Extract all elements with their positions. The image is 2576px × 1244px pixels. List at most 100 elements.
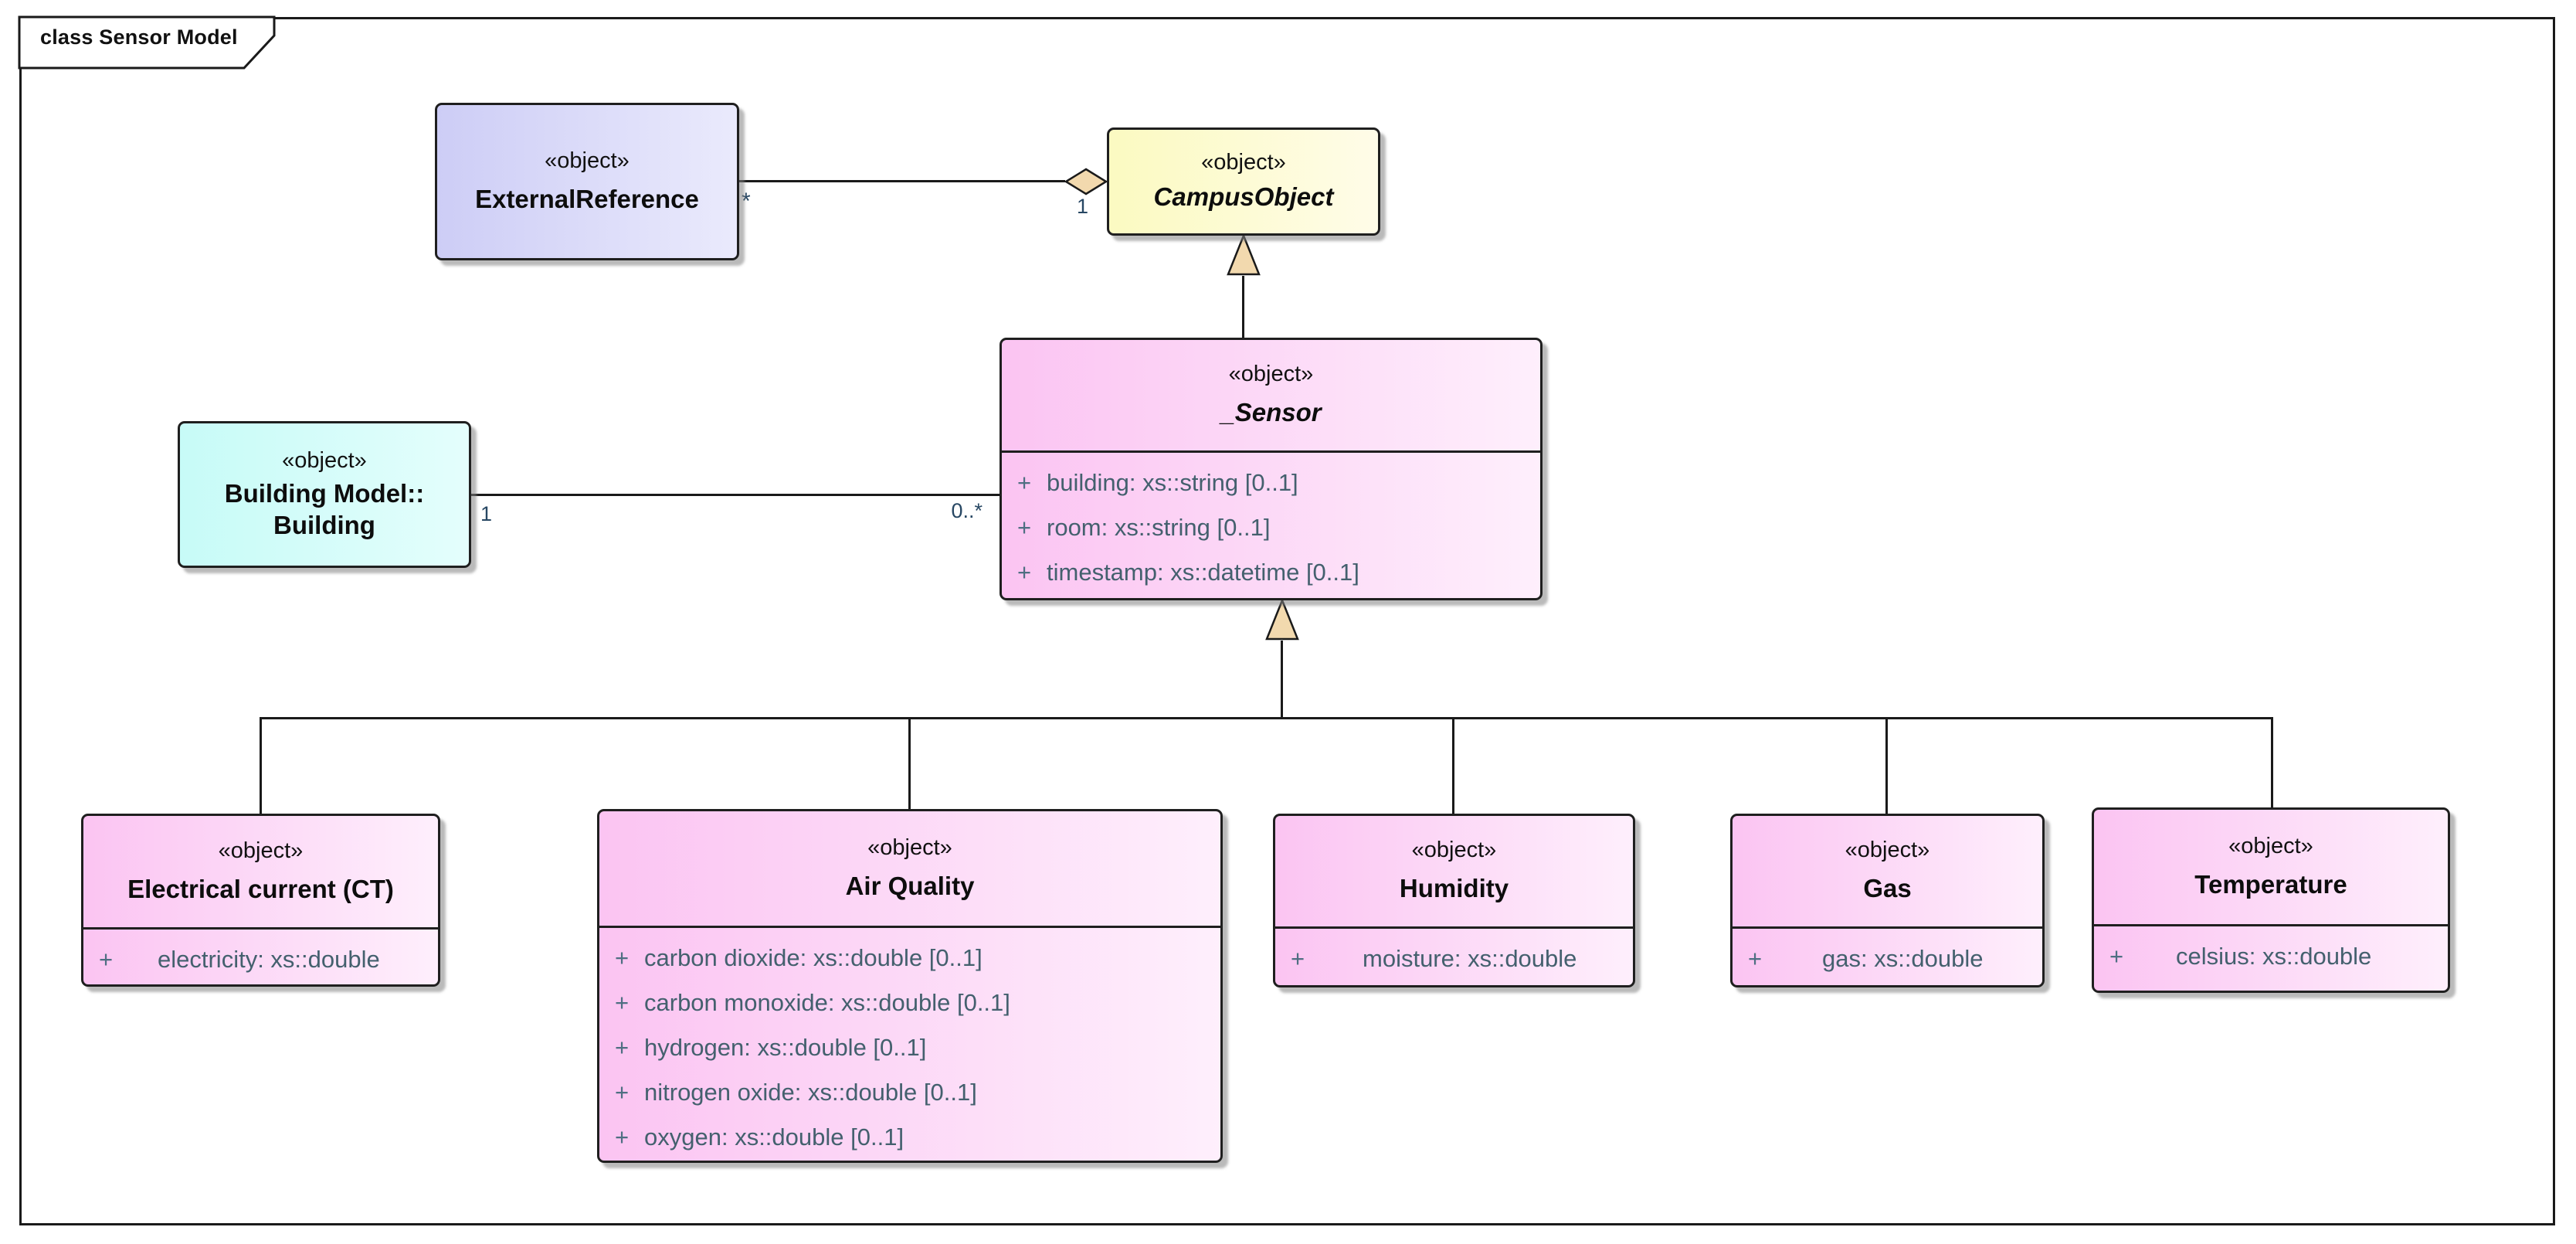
association-line-building-sensor[interactable] <box>471 494 1000 496</box>
class-name: Air Quality <box>845 871 975 900</box>
class-header: «object» CampusObject <box>1109 130 1378 233</box>
attribute-text: nitrogen oxide: xs::double [0..1] <box>644 1079 977 1106</box>
attribute-text: building: xs::string [0..1] <box>1047 469 1298 496</box>
attribute-row: + electricity: xs::double <box>83 937 438 982</box>
class-header: «object» Gas <box>1733 816 2042 926</box>
attribute-text: room: xs::string [0..1] <box>1047 514 1271 541</box>
inheritance-drop-electrical-current[interactable] <box>260 719 262 815</box>
attribute-row: + room: xs::string [0..1] <box>1002 505 1540 550</box>
visibility-plus-icon: + <box>99 946 114 973</box>
class-box-air-quality[interactable]: «object» Air Quality + carbon dioxide: x… <box>597 809 1223 1163</box>
attribute-row: + timestamp: xs::datetime [0..1] <box>1002 550 1540 595</box>
stereotype-label: «object» <box>2228 833 2313 858</box>
generalization-arrow-icon <box>1227 233 1261 276</box>
attribute-text: timestamp: xs::datetime [0..1] <box>1047 559 1359 586</box>
visibility-plus-icon: + <box>1017 469 1032 496</box>
class-name: Temperature <box>2194 869 2347 899</box>
stereotype-label: «object» <box>218 838 304 863</box>
attribute-row: + celsius: xs::double <box>2094 934 2448 979</box>
attribute-row: + nitrogen oxide: xs::double [0..1] <box>599 1070 1220 1115</box>
attribute-compartment: + building: xs::string [0..1] + room: xs… <box>1002 450 1540 595</box>
stereotype-label: «object» <box>1228 362 1314 387</box>
class-box-external-reference[interactable]: «object» ExternalReference <box>435 103 739 260</box>
visibility-plus-icon: + <box>615 989 630 1016</box>
stereotype-label: «object» <box>1201 150 1286 175</box>
class-header: «object» Humidity <box>1275 816 1633 926</box>
attribute-row: + moisture: xs::double <box>1275 936 1633 981</box>
attribute-text: celsius: xs::double <box>2176 943 2372 970</box>
attribute-row: + carbon dioxide: xs::double [0..1] <box>599 936 1220 981</box>
attribute-text: electricity: xs::double <box>158 946 380 973</box>
diagram-tab-title: class Sensor Model <box>40 25 238 49</box>
generalization-line-sensor-campusobject[interactable] <box>1242 276 1244 339</box>
stereotype-label: «object» <box>282 448 367 474</box>
multiplicity-label-sensor: 0..* <box>951 499 983 522</box>
attribute-text: hydrogen: xs::double [0..1] <box>644 1034 927 1061</box>
class-header: «object» Air Quality <box>599 811 1220 926</box>
attribute-compartment: + electricity: xs::double <box>83 927 438 982</box>
visibility-plus-icon: + <box>1291 945 1305 972</box>
class-box-temperature[interactable]: «object» Temperature + celsius: xs::doub… <box>2092 807 2450 993</box>
multiplicity-label-building: 1 <box>480 502 493 525</box>
attribute-row: + hydrogen: xs::double [0..1] <box>599 1025 1220 1070</box>
attribute-row: + carbon monoxide: xs::double [0..1] <box>599 981 1220 1025</box>
aggregation-line-externalreference-campusobject[interactable] <box>738 180 1065 182</box>
visibility-plus-icon: + <box>615 1123 630 1151</box>
stereotype-label: «object» <box>867 834 952 860</box>
attribute-row: + oxygen: xs::double [0..1] <box>599 1115 1220 1160</box>
visibility-plus-icon: + <box>2109 943 2124 970</box>
visibility-plus-icon: + <box>1748 945 1763 972</box>
inheritance-drop-air-quality[interactable] <box>908 719 911 811</box>
class-name-line1: Building Model:: <box>224 479 425 508</box>
class-header: «object» Building Model:: Building <box>180 423 469 566</box>
class-box-sensor[interactable]: «object» _Sensor + building: xs::string … <box>1000 338 1543 600</box>
class-header: «object» Electrical current (CT) <box>83 816 438 927</box>
attribute-text: carbon monoxide: xs::double [0..1] <box>644 989 1010 1016</box>
class-header: «object» _Sensor <box>1002 340 1540 450</box>
attribute-text: gas: xs::double <box>1822 945 1984 972</box>
visibility-plus-icon: + <box>1017 514 1032 541</box>
attribute-row: + building: xs::string [0..1] <box>1002 461 1540 505</box>
inheritance-bus-line[interactable] <box>260 717 2273 719</box>
inheritance-drop-humidity[interactable] <box>1452 719 1454 815</box>
inheritance-drop-gas[interactable] <box>1885 719 1888 815</box>
class-name: CampusObject <box>1153 182 1334 212</box>
generalization-line-children-sensor[interactable] <box>1281 641 1283 719</box>
diagram-tab <box>18 15 277 71</box>
inheritance-drop-temperature[interactable] <box>2271 719 2273 809</box>
class-box-building[interactable]: «object» Building Model:: Building <box>178 421 471 568</box>
class-header: «object» Temperature <box>2094 810 2448 924</box>
diagram-frame <box>19 17 2555 1225</box>
visibility-plus-icon: + <box>615 1079 630 1106</box>
stereotype-label: «object» <box>545 148 630 173</box>
class-box-campus-object[interactable]: «object» CampusObject <box>1107 127 1380 236</box>
stereotype-label: «object» <box>1411 838 1497 863</box>
attribute-compartment: + celsius: xs::double <box>2094 924 2448 979</box>
class-box-gas[interactable]: «object» Gas + gas: xs::double <box>1730 814 2045 987</box>
visibility-plus-icon: + <box>615 944 630 971</box>
class-name: Humidity <box>1399 874 1509 903</box>
class-name-line2: Building <box>273 510 375 539</box>
multiplicity-label-campusobject: 1 <box>1077 195 1089 218</box>
attribute-text: moisture: xs::double <box>1363 945 1577 972</box>
visibility-plus-icon: + <box>615 1034 630 1061</box>
aggregation-diamond-icon <box>1064 168 1108 195</box>
class-name: _Sensor <box>1220 398 1322 427</box>
class-name: Electrical current (CT) <box>127 874 394 903</box>
attribute-text: carbon dioxide: xs::double [0..1] <box>644 944 983 971</box>
class-box-humidity[interactable]: «object» Humidity + moisture: xs::double <box>1273 814 1635 987</box>
class-header: «object» ExternalReference <box>437 105 737 258</box>
multiplicity-label-externalreference: * <box>742 189 751 214</box>
class-box-electrical-current[interactable]: «object» Electrical current (CT) + elect… <box>81 814 440 987</box>
attribute-compartment: + gas: xs::double <box>1733 926 2042 981</box>
stereotype-label: «object» <box>1845 838 1930 863</box>
diagram-tab-shape-icon <box>18 15 276 70</box>
class-name: Building Model:: Building <box>225 478 424 541</box>
attribute-row: + gas: xs::double <box>1733 936 2042 981</box>
attribute-compartment: + carbon dioxide: xs::double [0..1] + ca… <box>599 926 1220 1160</box>
attribute-text: oxygen: xs::double [0..1] <box>644 1123 904 1151</box>
class-name: ExternalReference <box>475 184 699 213</box>
attribute-compartment: + moisture: xs::double <box>1275 926 1633 981</box>
class-name: Gas <box>1863 874 1912 903</box>
